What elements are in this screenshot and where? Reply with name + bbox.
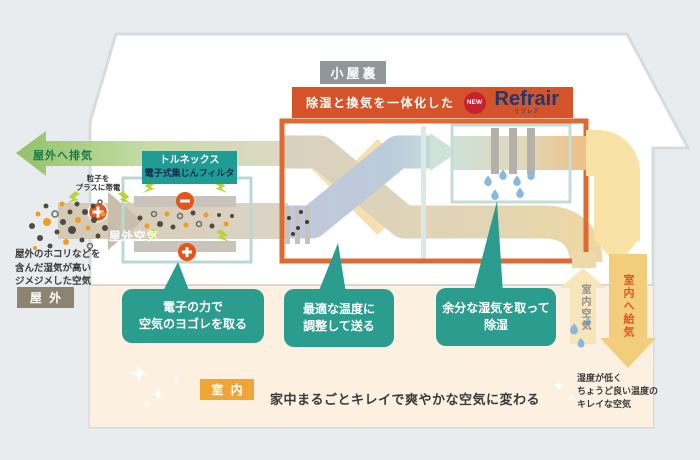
supply-air-note: 湿度が低く ちょうど良い温度の キレイな空気 (577, 372, 658, 411)
unit-inner-plates (285, 206, 310, 244)
minus-electrode-icon (141, 179, 229, 210)
charge-note: 粒子を プラスに帯電 (66, 174, 130, 192)
supply-duct-arrow (575, 130, 640, 266)
outdoor-air-arrowhead-icon (108, 192, 142, 250)
brand-name: Refrair (494, 88, 559, 111)
callout-clean-air: 電子の力で 空気のヨゴレを取る (122, 289, 264, 343)
charge-note-line1: 粒子を (86, 174, 110, 183)
return-arrow-label: 室内空気 (579, 284, 590, 332)
return-up-arrow (560, 252, 606, 348)
outdoor-note-line2: 含んだ湿気が高い (15, 262, 92, 274)
indoor-badge: 室 内 (200, 379, 254, 400)
exhaust-arrow-label: 屋外へ排気 (33, 150, 93, 162)
plus-electrode-icon (143, 228, 231, 261)
supply-note-line3: キレイな空気 (577, 399, 632, 409)
filter-type: 電子式集じんフィルタ (144, 168, 235, 178)
brand-reading: リフレア (513, 109, 540, 116)
dust-particle-cloud (29, 199, 108, 250)
outdoor-air-note: 屋外のホコリなどを 含んだ湿気が高い ジメジメした空気 (15, 248, 101, 289)
banner-label: 除湿と換気を一体化した (306, 96, 455, 110)
trapped-dust-particles (137, 210, 234, 230)
filter-label: トルネックス 電子式集じんフィルタ (142, 151, 237, 184)
filter-brand: トルネックス (159, 155, 220, 166)
brand-logo: Refrair リフレア (495, 89, 559, 116)
dehumidifier-box (450, 123, 572, 204)
callout-dehum-line1: 余分な湿気を取って (442, 301, 550, 315)
unit-divider (421, 126, 426, 259)
dehum-flow-band (452, 136, 588, 170)
callout-clean-line1: 電子の力で (162, 300, 223, 314)
callout-dehumidify: 余分な湿気を取って 除湿 (436, 288, 556, 346)
supply-note-line2: ちょうど良い温度の (577, 386, 659, 396)
refrair-unit-border (279, 118, 589, 264)
indoor-headline: 家中まるごとキレイで爽やかな空気に変わる (270, 392, 541, 407)
outdoor-badge: 屋 外 (17, 287, 74, 308)
attic-badge: 小屋裏 (320, 61, 386, 84)
outdoor-note-line1: 屋外のホコリなどを (15, 249, 101, 260)
supply-note-line1: 湿度が低く (577, 373, 623, 383)
new-badge: NEW (463, 91, 486, 114)
charge-note-line2: プラスに帯電 (75, 183, 121, 192)
outdoor-note-line3: ジメジメした空気 (15, 276, 92, 287)
fresh-flow-arrowhead-icon (430, 133, 458, 171)
bubble-tails (162, 201, 503, 293)
callout-temp-line1: 最適な温度に (302, 302, 375, 316)
callout-temp-line2: 調整して送る (303, 319, 375, 333)
supply-down-arrow (600, 254, 656, 368)
supply-arrow-label: 室内へ給気 (622, 274, 634, 339)
callout-clean-line2: 空気のヨゴレを取る (138, 317, 247, 331)
callout-dehum-line2: 除湿 (483, 318, 508, 332)
callout-temperature: 最適な温度に 調整して送る (284, 289, 394, 347)
outdoor-air-arrow-label: 屋外空気 (109, 231, 159, 243)
product-banner: 除湿と換気を一体化した NEW Refrair リフレア (292, 87, 573, 118)
